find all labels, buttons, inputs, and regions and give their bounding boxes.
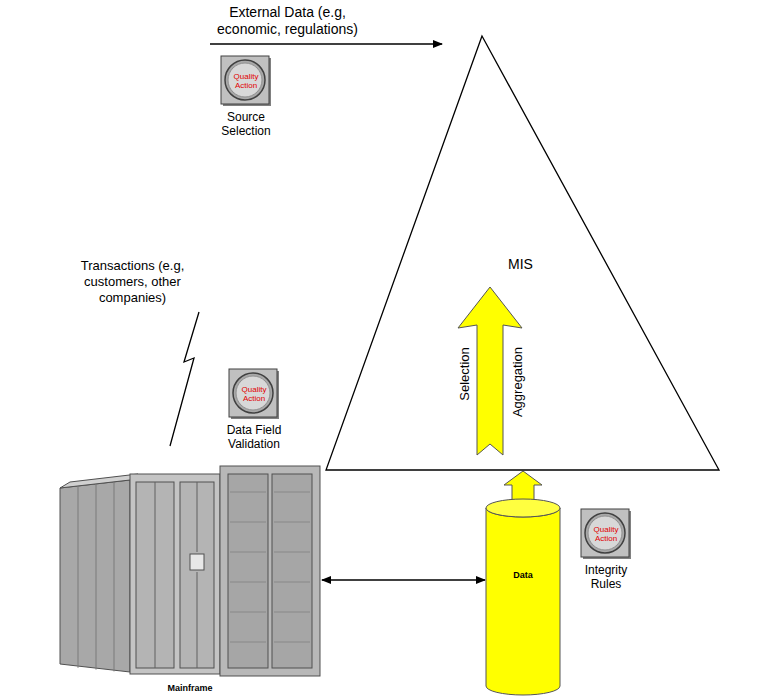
cylinder-outline [485,498,561,696]
quality-icon-holder: Quality Action [580,508,632,560]
cabinet-door [228,474,268,668]
node-heading: Integrity Rules [561,563,651,591]
cabinet-door [136,482,174,668]
quality-icon-holder: Quality Action [228,368,280,420]
label-holder: Transactions (e.g, customers, other comp… [60,258,205,306]
cabinet-door [180,482,214,668]
cylinder-top [486,499,560,517]
triangle-shape [326,36,719,470]
icon-square [581,509,629,557]
node-heading: Data Field Validation [209,423,299,451]
icon-ring [225,60,265,100]
panel-line [274,642,310,643]
cabinet-door [272,474,312,668]
panel-line [197,482,198,552]
node-label: Mainframe [58,683,322,694]
arrow-label: Aggregation [510,347,525,417]
lightning-line [170,312,199,446]
arrow-label: Selection [457,347,472,400]
cabinet-left [60,480,130,672]
panel-line [230,552,266,553]
quality-action-node: Quality ActionIntegrity Rules [561,508,651,591]
icon-caption: Quality Action [588,525,624,543]
node-label: MIS [508,256,533,272]
label-holder: External Data (e.g, economic, regulation… [205,4,370,38]
cabinet-right [220,466,320,676]
panel-line [230,642,266,643]
panel-line [230,612,266,613]
cabinet-top [60,474,138,488]
panel-line [155,482,156,668]
data-store: Data [485,498,561,696]
cylinder-body [486,508,560,695]
panel-line [274,522,310,523]
note-label: External Data (e.g, economic, regulation… [205,4,370,38]
input-arrow [210,43,442,44]
icon-square [221,56,269,104]
note-label: Transactions (e.g, customers, other comp… [60,258,205,306]
mainframe-illustration [58,462,322,678]
cabinet-middle [130,474,220,674]
panel-line [197,572,198,668]
panel-line [96,484,97,670]
console-screen [190,554,204,570]
node-heading: Source Selection [201,110,291,138]
panel-line [230,492,266,493]
panel-line [274,612,310,613]
mainframe-node: Mainframe [58,462,322,698]
panel-line [274,492,310,493]
node-label: Data [485,570,561,581]
icon-caption: Quality Action [236,385,272,403]
quality-action-node: Quality ActionData Field Validation [209,368,299,451]
quality-action-node: Quality ActionSource Selection [201,55,291,138]
panel-line [274,582,310,583]
panel-line [114,482,115,671]
panel-line [78,486,79,668]
icon-square [229,369,277,417]
icon-ring [585,513,625,553]
quality-icon-holder: Quality Action [220,55,272,107]
panel-line [230,582,266,583]
panel-line [230,522,266,523]
icon-caption: Quality Action [228,72,264,90]
double-arrow [322,579,485,580]
panel-line [274,552,310,553]
icon-ring [233,373,273,413]
